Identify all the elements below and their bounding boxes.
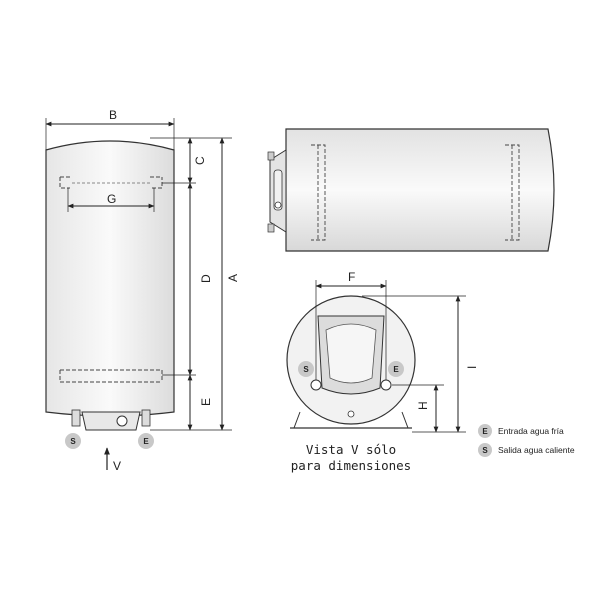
end-view: F I H S E Vista V sólo para dimensiones [286,270,479,473]
dim-label-G: G [107,192,116,206]
svg-text:E: E [393,365,399,374]
dim-label-C: C [193,156,207,165]
dim-label-E: E [199,398,213,406]
dim-label-F: F [348,270,355,284]
inlet-badge-front: E [138,433,154,449]
legend: E Entrada agua fría S Salida agua calien… [478,424,575,457]
inlet-badge-end: E [388,361,404,377]
view-arrow-label: V [113,459,121,473]
svg-text:E: E [143,437,149,446]
outlet-badge-end: S [298,361,314,377]
dim-label-A: A [226,274,240,282]
legend-item-outlet: S Salida agua caliente [478,443,575,457]
dim-label-B: B [109,108,117,122]
outlet-badge-front: S [65,433,81,449]
legend-text-inlet: Entrada agua fría [498,426,564,436]
legend-text-outlet: Salida agua caliente [498,445,575,455]
svg-text:S: S [303,365,309,374]
dim-label-I: I [465,366,479,369]
side-view [267,128,555,252]
dim-label-H: H [416,401,430,410]
side-bracket-left [311,144,326,241]
caption-line-2: para dimensiones [291,458,411,473]
legend-badge-outlet: S [482,446,488,455]
dim-label-D: D [199,274,213,283]
tank-body [45,140,175,417]
side-bracket-right [505,144,520,241]
svg-text:S: S [70,437,76,446]
front-view: B G C D E A S E V [45,108,240,473]
legend-item-inlet: E Entrada agua fría [478,424,564,438]
side-tank-body [285,128,555,252]
bottom-bracket [59,369,163,383]
bottom-cover [81,411,141,431]
legend-badge-inlet: E [482,427,488,436]
top-bracket [59,176,163,189]
caption-line-1: Vista V sólo [306,442,396,457]
